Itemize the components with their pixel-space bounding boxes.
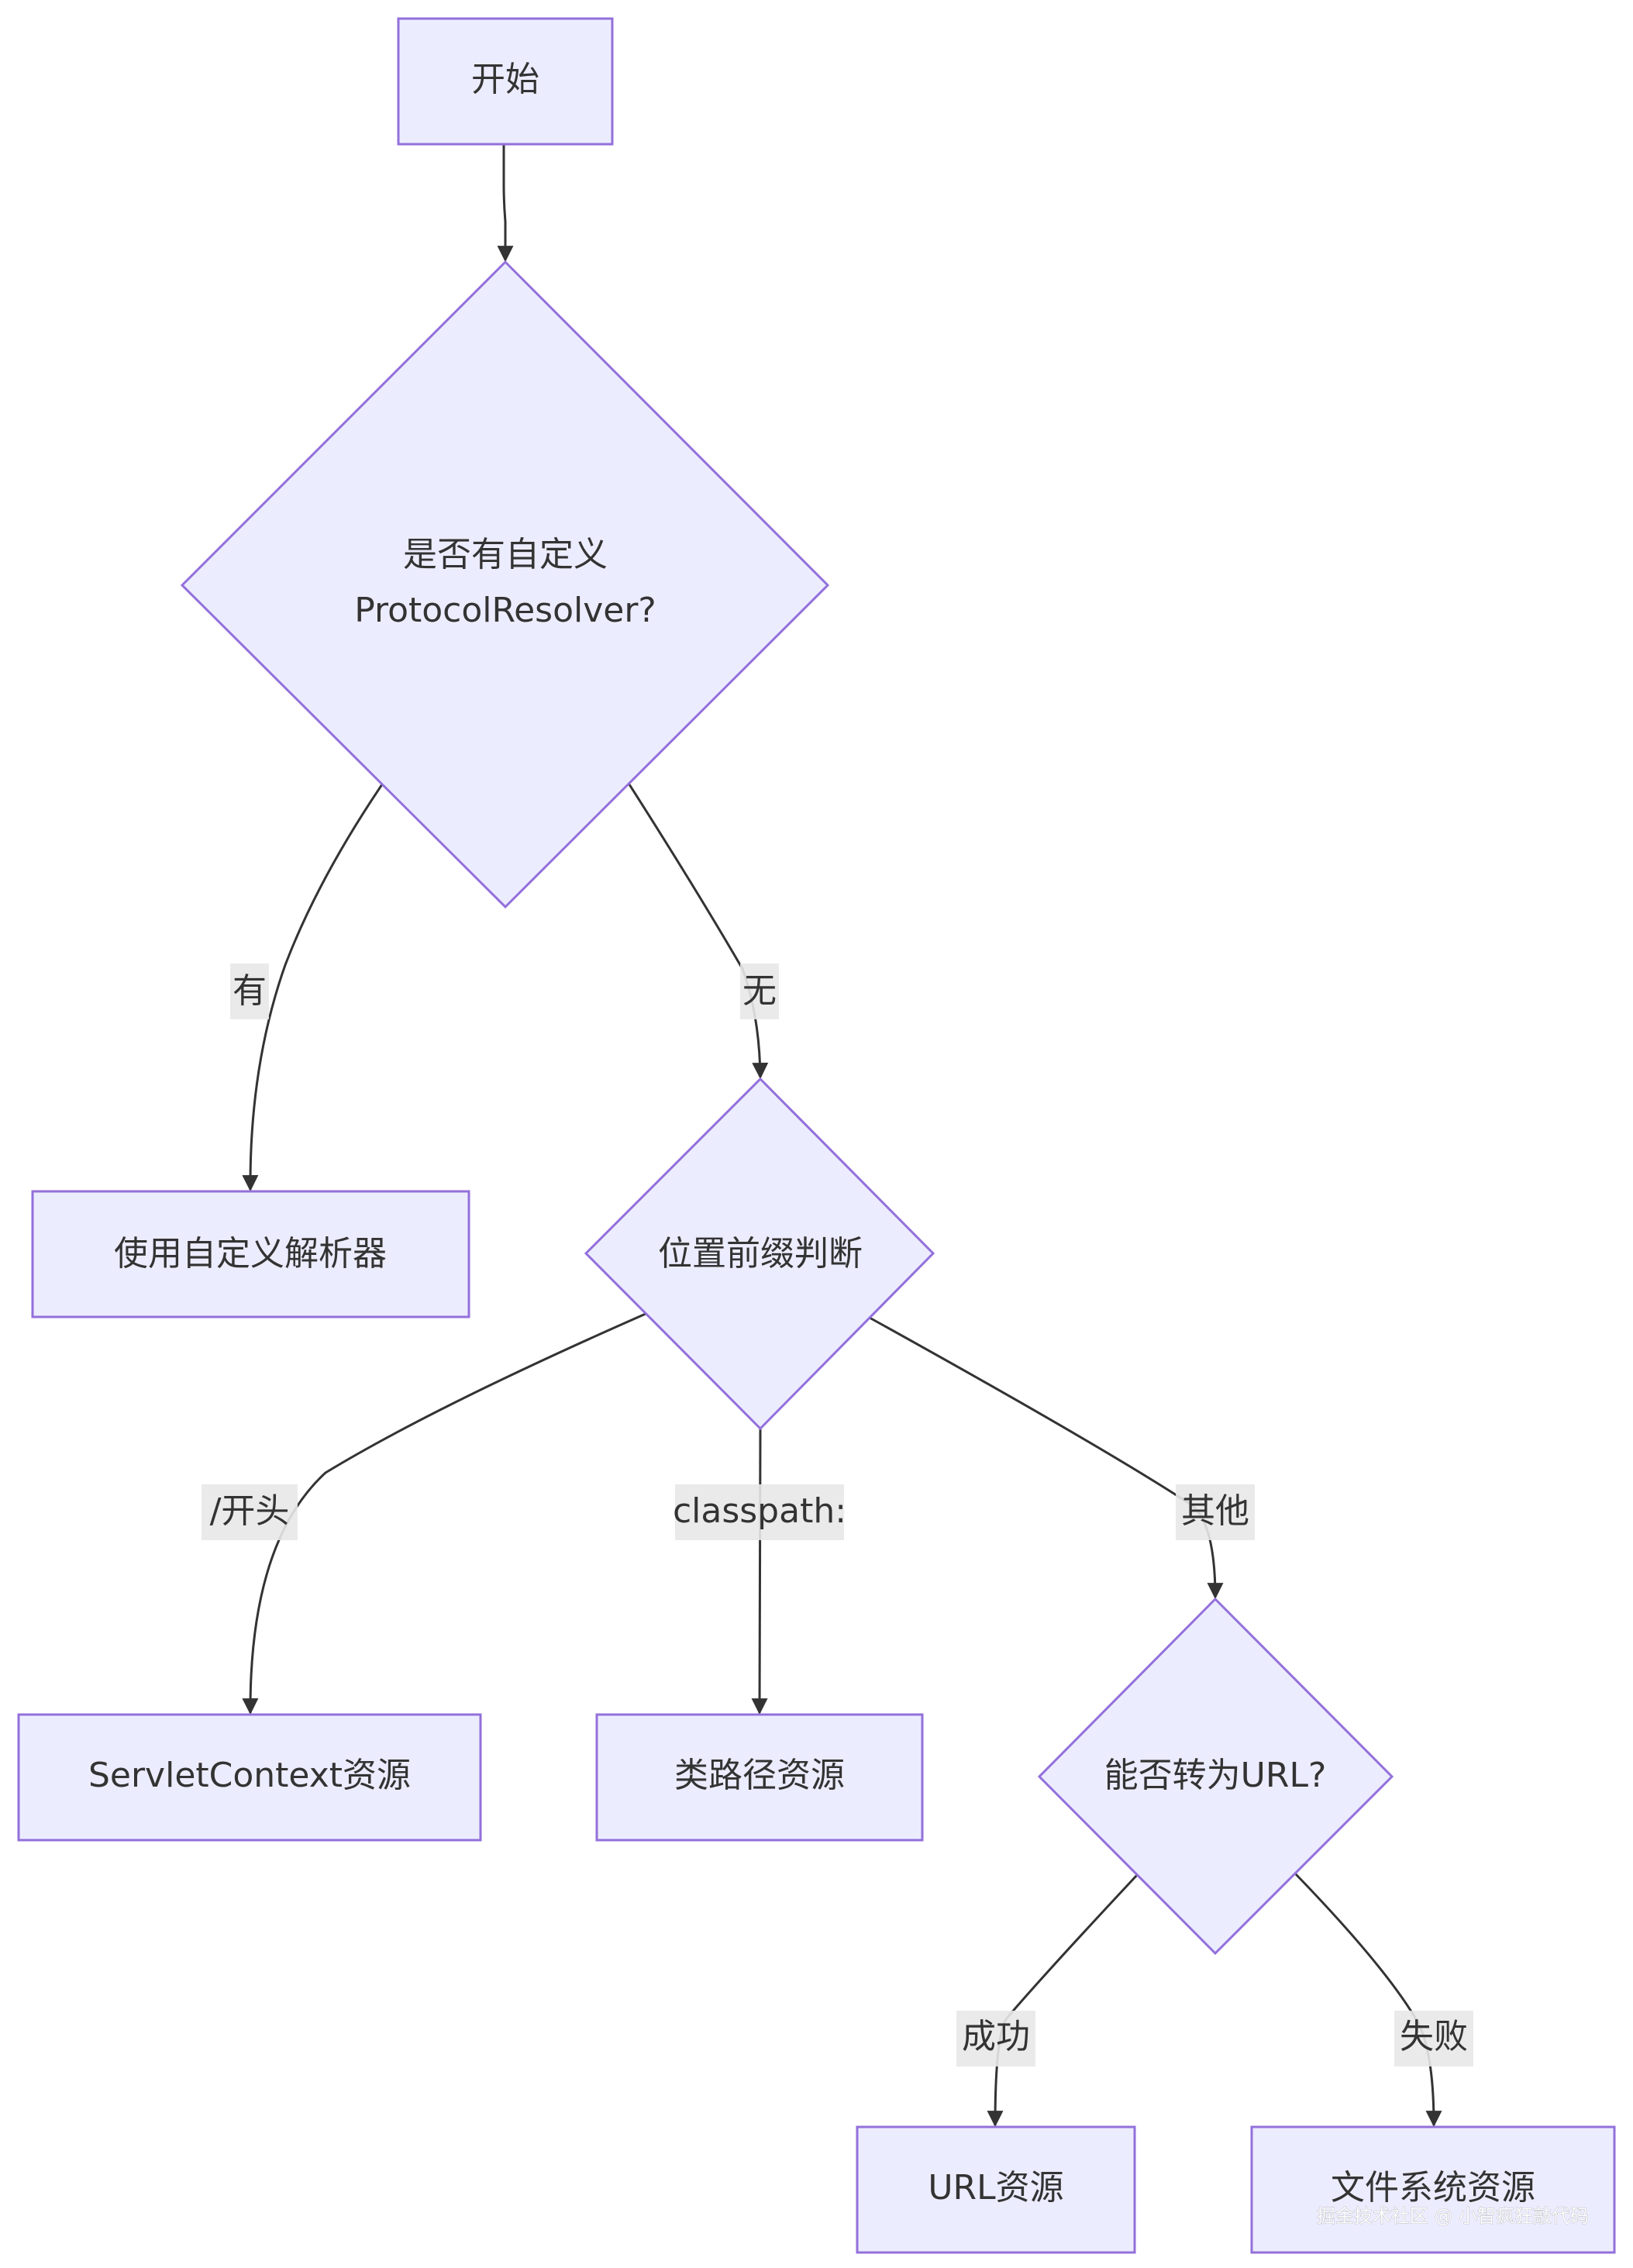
- edge-label-success-text: 成功: [962, 2017, 1030, 2056]
- edge-label-slash-prefix-text: /开头: [210, 1491, 290, 1531]
- edge-other-to-url-question: [869, 1316, 1224, 1600]
- file-system-resource-label: 文件系统资源: [1331, 2168, 1535, 2208]
- edge-label-fail: 失败: [1394, 2011, 1473, 2066]
- edge-label-success: 成功: [956, 2011, 1035, 2066]
- start-node-label: 开始: [471, 60, 539, 99]
- watermark: 掘金技术社区 @ 小智疯狂敲代码: [1317, 2205, 1589, 2227]
- edge-label-none-text: 无: [742, 971, 777, 1011]
- edge-label-fail-text: 失败: [1400, 2017, 1468, 2056]
- edge-label-has: 有: [230, 963, 269, 1019]
- custom-resolver-decision-label-line1: 是否有自定义: [403, 535, 608, 574]
- edge-label-classpath-text: classpath:: [673, 1491, 846, 1531]
- to-url-decision: 能否转为URL?: [1037, 1597, 1394, 1956]
- classpath-resource-node: 类路径资源: [595, 1713, 924, 1842]
- location-prefix-decision-label: 位置前缀判断: [658, 1234, 863, 1274]
- servlet-context-resource-label: ServletContext资源: [88, 1756, 411, 1795]
- classpath-resource-label: 类路径资源: [674, 1756, 845, 1795]
- edge-label-has-text: 有: [233, 971, 267, 1011]
- edge-label-classpath: classpath:: [673, 1484, 846, 1540]
- edge-label-other-text: 其他: [1181, 1491, 1249, 1531]
- edge-slash-to-servlet-resource: [242, 1312, 646, 1715]
- edge-start-to-resolver-question: [497, 144, 514, 263]
- edge-label-none: 无: [740, 963, 779, 1019]
- edge-success-to-url-resource: [987, 1873, 1139, 2128]
- edge-none-to-prefix-question: [628, 784, 769, 1080]
- use-custom-parser-label: 使用自定义解析器: [114, 1234, 387, 1274]
- start-node: 开始: [397, 17, 614, 146]
- edge-label-other: 其他: [1176, 1484, 1255, 1540]
- edge-has-to-custom-parser: [242, 784, 384, 1192]
- to-url-decision-label: 能否转为URL?: [1104, 1756, 1327, 1795]
- url-resource-label: URL资源: [928, 2168, 1063, 2208]
- url-resource-node: URL资源: [856, 2125, 1136, 2254]
- custom-resolver-decision-label-line2: ProtocolResolver?: [354, 591, 656, 630]
- use-custom-parser-node: 使用自定义解析器: [31, 1190, 470, 1318]
- file-system-resource-node: 文件系统资源: [1250, 2125, 1616, 2254]
- servlet-context-resource-node: ServletContext资源: [17, 1713, 482, 1842]
- custom-resolver-decision: 是否有自定义 ProtocolResolver?: [180, 260, 830, 909]
- edge-fail-to-file-system-resource: [1294, 1873, 1442, 2128]
- edge-label-slash-prefix: /开头: [202, 1484, 298, 1540]
- location-prefix-decision: 位置前缀判断: [584, 1077, 935, 1431]
